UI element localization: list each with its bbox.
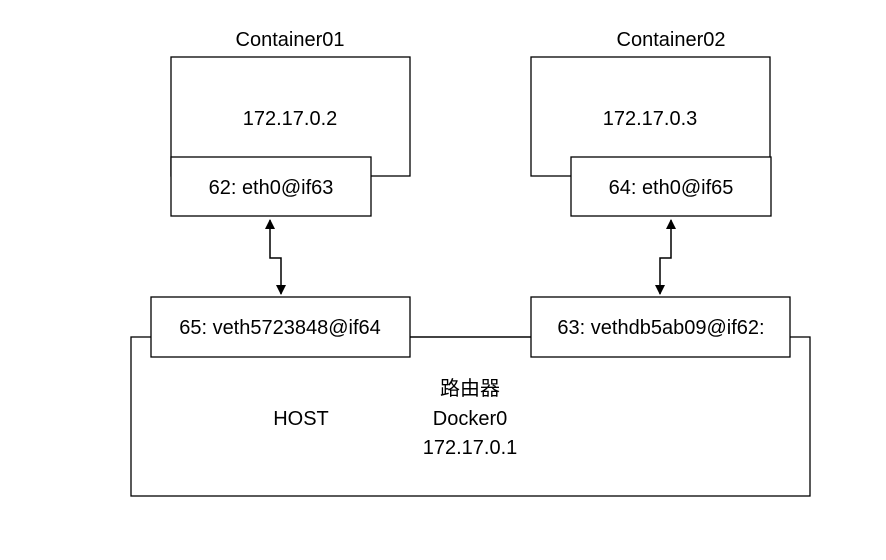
link-arrow-right: [655, 219, 676, 295]
veth-right-label: 63: vethdb5ab09@if62:: [557, 317, 764, 339]
host-label: HOST: [273, 408, 329, 430]
container02-eth0-box: [570, 156, 772, 217]
docker0-ip: 172.17.0.1: [423, 437, 518, 459]
docker0-label: Docker0: [433, 408, 507, 430]
veth-right-box: [530, 296, 791, 358]
router-label: 路由器: [440, 377, 500, 400]
container01-ip: 172.17.0.2: [243, 108, 338, 130]
link-arrow-left: [265, 219, 286, 295]
host-box: [130, 336, 811, 497]
container01-iface-label: 62: eth0@if63: [209, 177, 334, 199]
container02-box: [530, 56, 771, 177]
container02-iface-label: 64: eth0@if65: [609, 177, 734, 199]
container01-eth0-box: [170, 156, 372, 217]
container01-title: Container01: [236, 29, 345, 51]
veth-left-label: 65: veth5723848@if64: [179, 317, 381, 339]
veth-left-box: [150, 296, 411, 358]
container01-box: [170, 56, 411, 177]
container02-title: Container02: [617, 29, 726, 51]
container02-ip: 172.17.0.3: [603, 108, 698, 130]
